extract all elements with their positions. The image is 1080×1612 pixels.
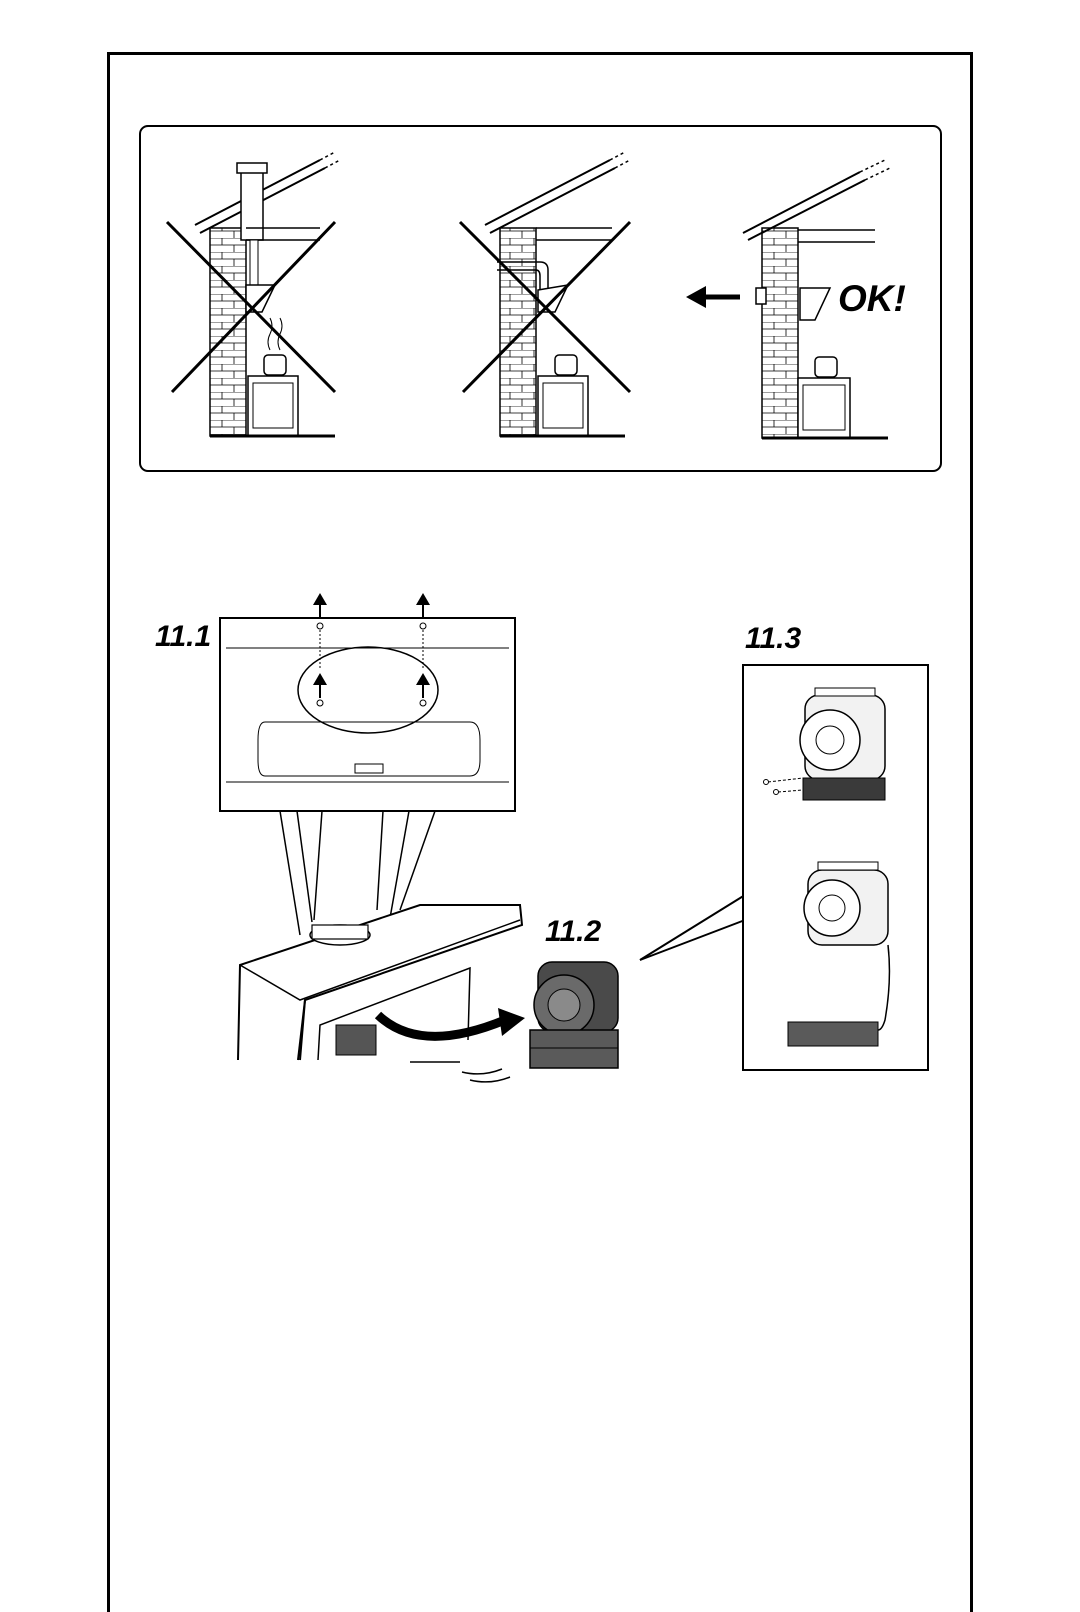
diagram-canvas — [165, 151, 929, 1083]
curved-arrow-icon — [374, 1008, 525, 1083]
motor-assembled-icon — [763, 687, 886, 801]
page-frame — [107, 52, 973, 1612]
hood-body — [237, 904, 524, 1063]
figure-label-11-3: 11.3 — [745, 622, 802, 655]
ok-label: OK! — [838, 278, 906, 319]
screw-up-arrow-icon — [313, 593, 430, 698]
leader-lines — [279, 810, 436, 936]
venting-panel — [139, 125, 942, 472]
left-arrow-icon — [686, 286, 740, 308]
motor-detached-icon — [787, 861, 891, 1047]
figure-label-11-2: 11.2 — [545, 915, 602, 948]
scene-chimney-vent — [165, 151, 341, 438]
fig-11-1-panel — [219, 593, 516, 812]
figure-label-11-1: 11.1 — [155, 620, 212, 653]
x-cross-icon — [165, 220, 337, 394]
scene-wall-vent-high — [458, 151, 632, 438]
motor-unit-icon — [529, 961, 619, 1069]
x-cross-icon — [458, 220, 632, 394]
callout-pointer — [639, 894, 746, 961]
scene-wall-vent-direct — [686, 159, 891, 440]
